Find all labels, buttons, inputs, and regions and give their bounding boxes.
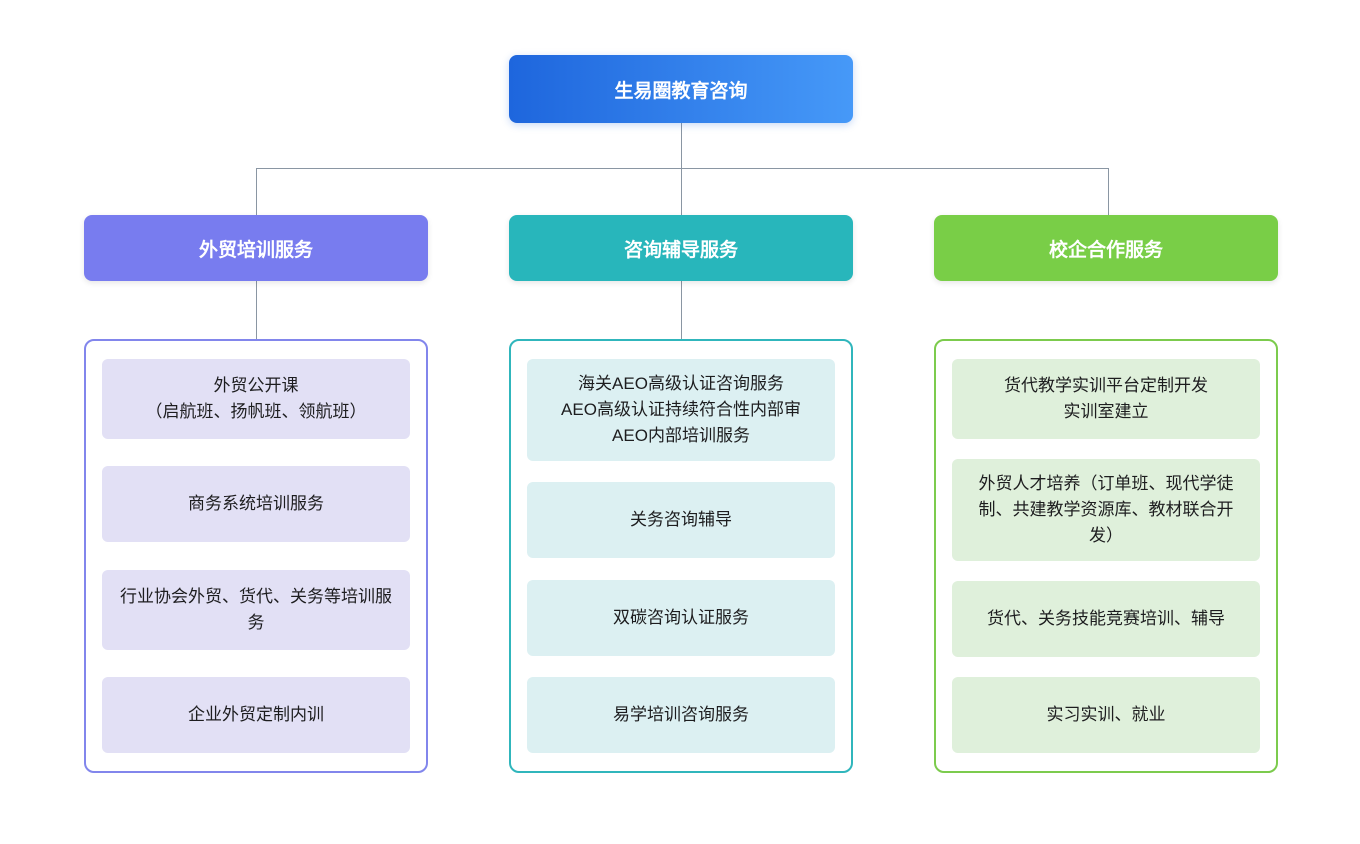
item-enterprise-custom-training: 企业外贸定制内训 bbox=[102, 676, 410, 753]
item-customs-consulting: 关务咨询辅导 bbox=[527, 482, 835, 559]
item-industry-association-training: 行业协会外贸、货代、关务等培训服务 bbox=[102, 569, 410, 650]
connector-branch-1-drop bbox=[256, 168, 257, 215]
branch-header-consulting-coaching: 咨询辅导服务 bbox=[509, 215, 853, 281]
branch-panel-foreign-trade-training: 外贸公开课 （启航班、扬帆班、领航班） 商务系统培训服务 行业协会外贸、货代、关… bbox=[84, 339, 428, 773]
item-business-system-training: 商务系统培训服务 bbox=[102, 466, 410, 543]
item-open-course: 外贸公开课 （启航班、扬帆班、领航班） bbox=[102, 359, 410, 439]
item-training-platform-development: 货代教学实训平台定制开发 实训室建立 bbox=[952, 359, 1260, 439]
connector-horizontal bbox=[256, 168, 1109, 169]
item-skills-competition-coaching: 货代、关务技能竞赛培训、辅导 bbox=[952, 581, 1260, 657]
branch-header-school-enterprise-cooperation: 校企合作服务 bbox=[934, 215, 1278, 281]
branch-panel-school-enterprise-cooperation: 货代教学实训平台定制开发 实训室建立 外贸人才培养（订单班、现代学徒制、共建教学… bbox=[934, 339, 1278, 773]
root-node: 生易圈教育咨询 bbox=[509, 55, 853, 123]
item-internship-employment: 实习实训、就业 bbox=[952, 677, 1260, 753]
connector-branch-1-panel bbox=[256, 281, 257, 339]
item-aeo-certification-services: 海关AEO高级认证咨询服务 AEO高级认证持续符合性内部审 AEO内部培训服务 bbox=[527, 359, 835, 461]
connector-branch-2-panel bbox=[681, 281, 682, 339]
connector-root-vertical bbox=[681, 123, 682, 168]
item-dual-carbon-certification: 双碳咨询认证服务 bbox=[527, 579, 835, 656]
branch-header-foreign-trade-training: 外贸培训服务 bbox=[84, 215, 428, 281]
connector-branch-3-drop bbox=[1108, 168, 1109, 215]
branch-panel-consulting-coaching: 海关AEO高级认证咨询服务 AEO高级认证持续符合性内部审 AEO内部培训服务 … bbox=[509, 339, 853, 773]
item-talent-cultivation: 外贸人才培养（订单班、现代学徒制、共建教学资源库、教材联合开发） bbox=[952, 459, 1260, 561]
item-yixue-training-consulting: 易学培训咨询服务 bbox=[527, 676, 835, 753]
connector-branch-2-drop bbox=[681, 168, 682, 215]
